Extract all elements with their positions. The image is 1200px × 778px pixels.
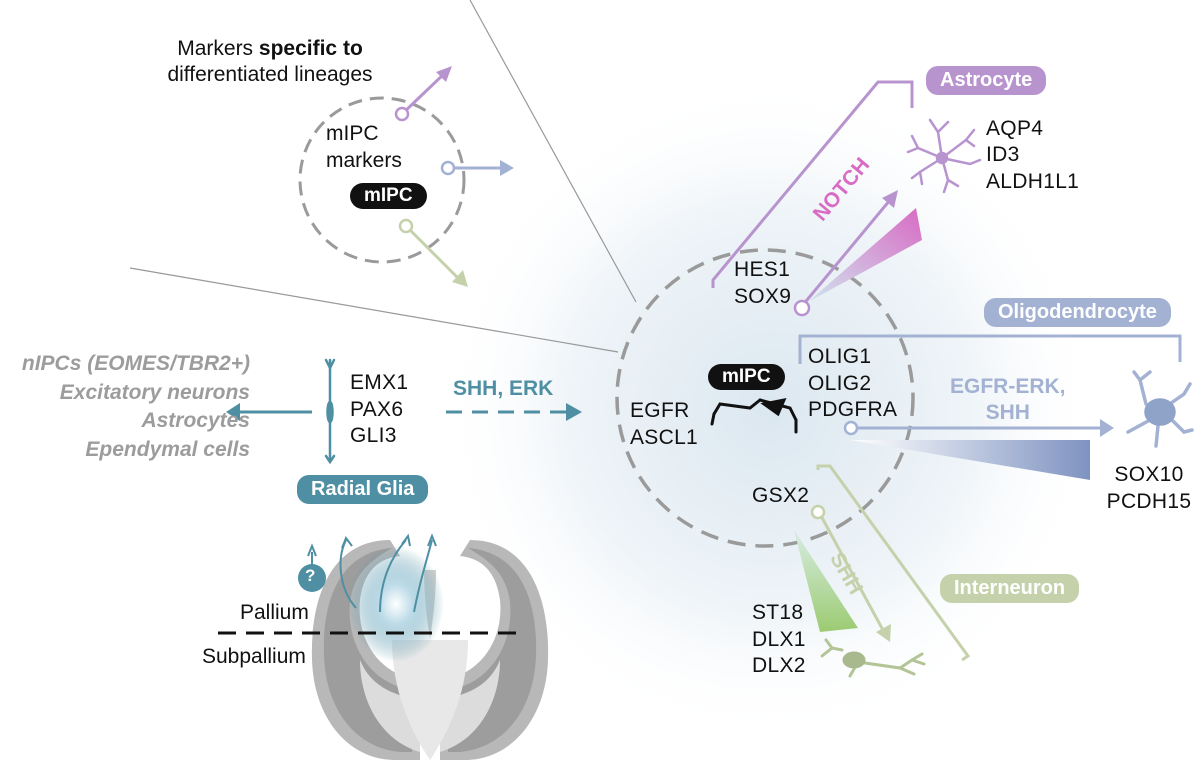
notch-gradient-wedge: [808, 208, 922, 302]
marker-aqp4: AQP4: [986, 117, 1044, 140]
inset-astrocyte-arrow: [394, 66, 452, 122]
outcome-ependymal-cells: Ependymal cells: [85, 437, 250, 461]
astrocyte-bracket: [711, 80, 914, 288]
oligo-bracket: [798, 334, 1182, 364]
interneuron-markers: ST18 DLX1 DLX2: [752, 600, 806, 680]
interneuron-cell-icon: [820, 638, 926, 678]
inset-title: Markers specific to differentiated linea…: [155, 36, 385, 87]
marker-dlx2: DLX2: [752, 654, 806, 678]
oligo-gradient-wedge: [850, 440, 1090, 480]
mipc-dashed-circle: [615, 248, 915, 548]
radial-glia-label: Radial Glia: [297, 475, 429, 504]
inset-mipc-markers-line1: mIPC: [326, 122, 379, 145]
oligo-signal-line1: EGFR-ERK,: [950, 375, 1066, 398]
mipc-genes-astro: HES1 SOX9: [734, 256, 791, 311]
radial-glia-cell-icon: [324, 358, 336, 465]
question-mark-text: ?: [305, 566, 316, 585]
inset-title-part1: Markers: [177, 37, 259, 60]
gene-olig2: OLIG2: [808, 371, 872, 395]
gene-egfr: EGFR: [630, 399, 690, 422]
gene-ascl1: ASCL1: [630, 425, 699, 449]
radial-glia-left-arrow: [226, 403, 312, 421]
gene-pdgfra: PDGFRA: [808, 398, 898, 422]
inset-title-bold: specific to: [258, 37, 363, 60]
gene-sox9: SOX9: [734, 285, 792, 309]
gene-olig1: OLIG1: [808, 345, 872, 368]
oligo-markers: SOX10 PCDH15: [1100, 462, 1198, 515]
zoom-line-top: [469, 0, 637, 303]
marker-dlx1: DLX1: [752, 627, 806, 651]
inset-mipc-markers-label: mIPC markers: [326, 120, 402, 175]
outcome-excitatory-neurons: Excitatory neurons: [59, 380, 250, 404]
oligo-signal-label: EGFR-ERK, SHH: [950, 374, 1066, 427]
gene-gli3: GLI3: [350, 424, 397, 448]
outcome-astrocytes: Astrocytes: [141, 409, 250, 433]
outcome-nipcs: nIPCs (EOMES/TBR2+): [21, 352, 250, 375]
gene-gsx2: GSX2: [752, 484, 810, 507]
pallium-label: Pallium: [240, 601, 309, 624]
interneuron-arrow: [810, 504, 891, 642]
astrocyte-label: Astrocyte: [926, 66, 1047, 95]
inset-interneuron-arrow: [398, 218, 468, 287]
radial-glia-genes: EMX1 PAX6 GLI3: [350, 370, 408, 450]
mipc-badge: mIPC: [708, 364, 785, 390]
marker-st18: ST18: [752, 601, 804, 624]
radial-glia-outcomes: nIPCs (EOMES/TBR2+) Excitatory neurons A…: [0, 350, 250, 464]
inset-mipc-markers-line2: markers: [326, 149, 402, 173]
inset-dashed-circle: [298, 96, 466, 264]
subpallium-label: Subpallium: [202, 645, 306, 668]
marker-id3: ID3: [986, 143, 1020, 167]
interneuron-bracket: [816, 464, 971, 662]
oligo-signal-line2: SHH: [985, 401, 1030, 425]
brain-radial-arrows: [307, 533, 437, 613]
mipc-genes-left: EGFR ASCL1: [630, 398, 698, 451]
marker-sox10: SOX10: [1114, 463, 1184, 486]
brain-section-illustration: [311, 540, 549, 760]
marker-pcdh15: PCDH15: [1106, 489, 1192, 513]
interneuron-label: Interneuron: [940, 574, 1080, 603]
question-mark-badge: [298, 564, 326, 592]
gene-hes1: HES1: [734, 258, 791, 281]
oligo-arrow: [843, 419, 1114, 437]
inset-title-line2: differentiated lineages: [167, 62, 373, 86]
mipc-cell-icon: [710, 397, 798, 434]
astrocyte-arrow: [793, 190, 898, 317]
inset-mipc-badge: mIPC: [350, 183, 427, 209]
astrocyte-markers: AQP4 ID3 ALDH1L1: [986, 116, 1079, 195]
oligodendrocyte-cell-icon: [1126, 370, 1194, 448]
interneuron-gradient-wedge: [794, 530, 858, 632]
radial-glia-signal: SHH, ERK: [453, 377, 554, 400]
zoom-line-bottom: [129, 267, 619, 353]
oligodendrocyte-label: Oligodendrocyte: [984, 298, 1171, 327]
mipc-genes-oligo: OLIG1 OLIG2 PDGFRA: [808, 344, 897, 424]
radial-glia-dashed-arrow: [446, 403, 582, 421]
gene-pax6: PAX6: [350, 397, 404, 421]
marker-aldh1l1: ALDH1L1: [986, 169, 1080, 193]
gene-emx1: EMX1: [350, 371, 409, 394]
astrocyte-cell-icon: [906, 118, 982, 194]
inset-oligo-arrow: [440, 160, 514, 176]
